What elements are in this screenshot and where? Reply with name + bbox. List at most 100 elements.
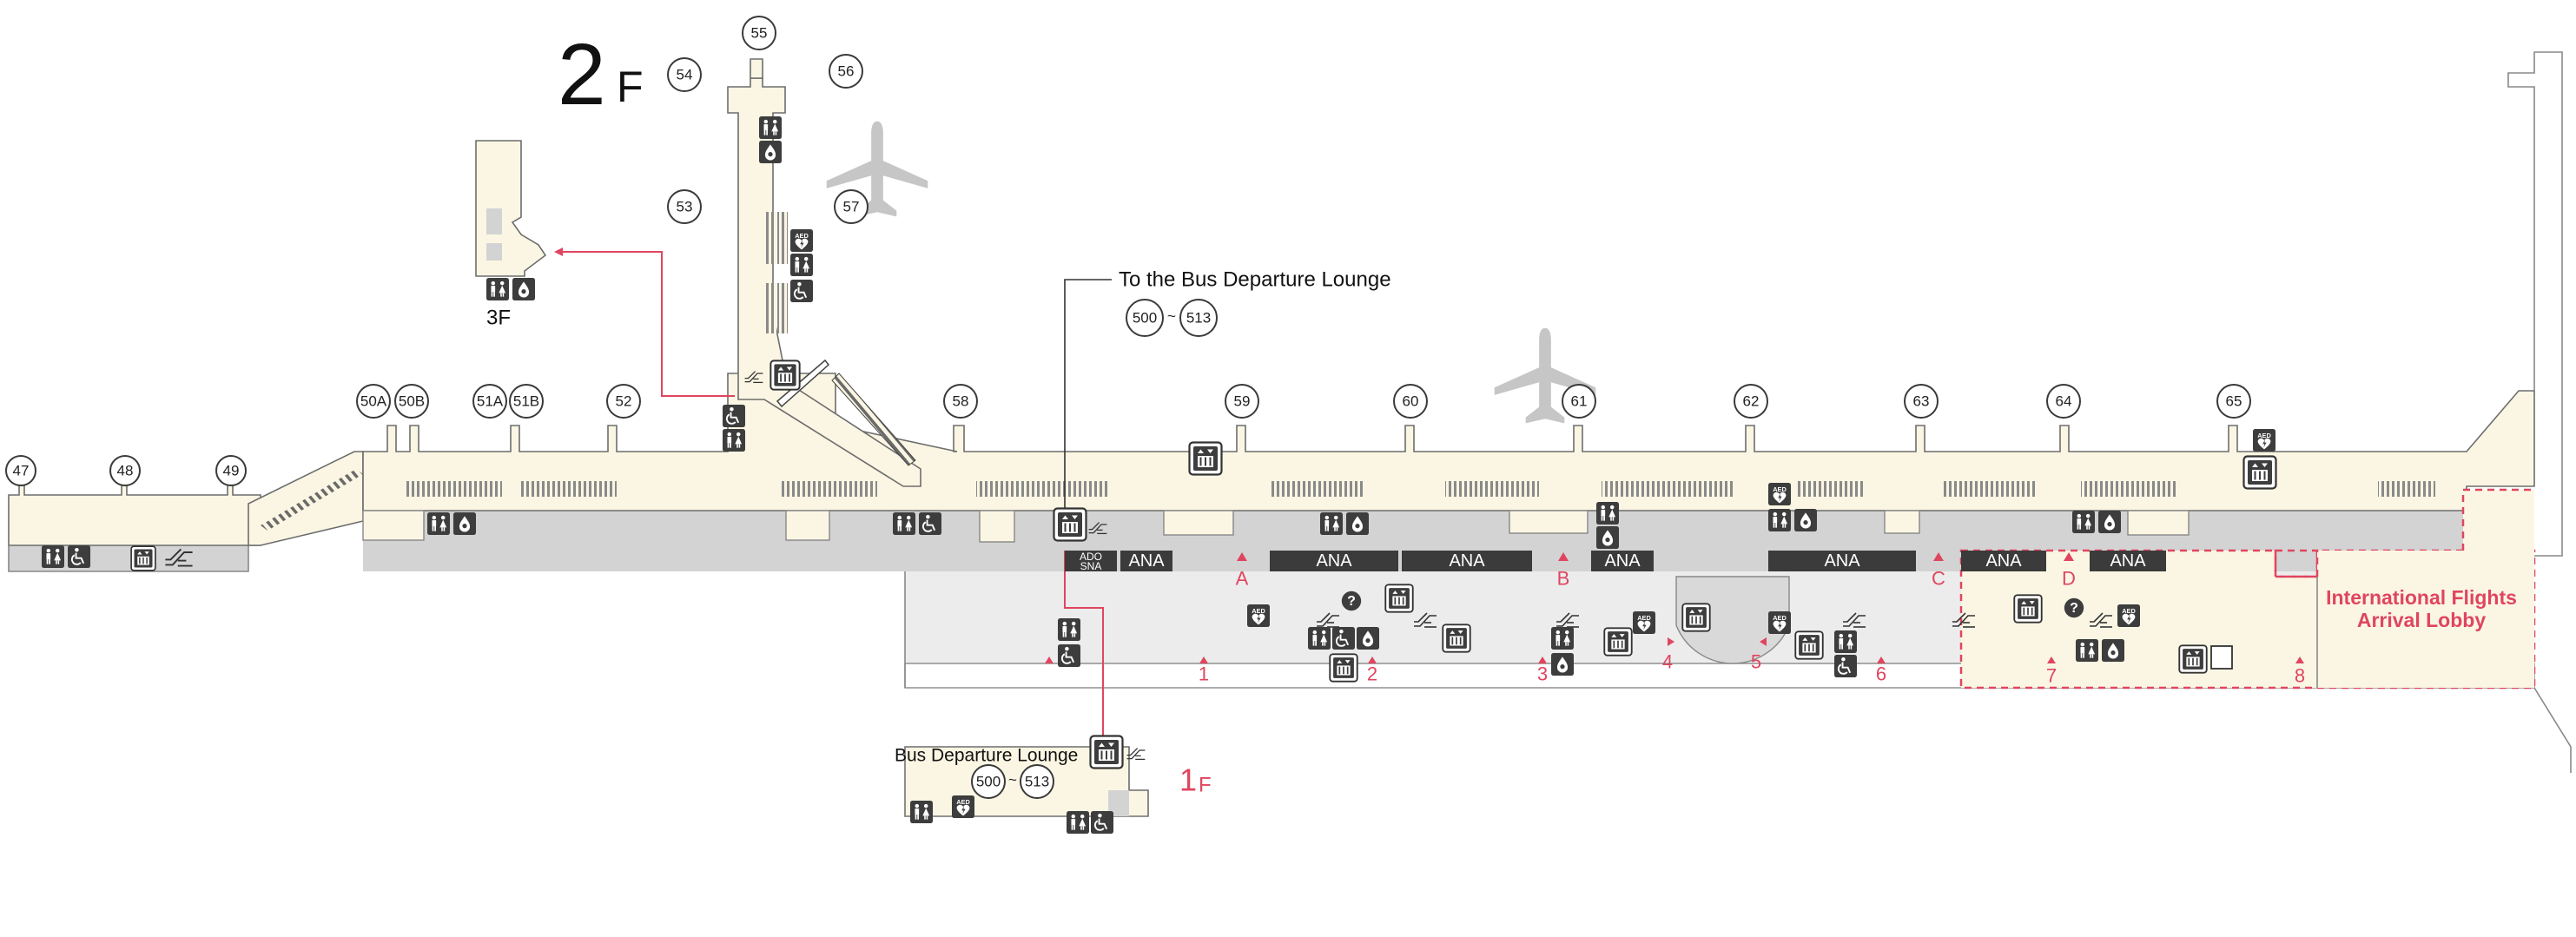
restroom-icon bbox=[2072, 511, 2095, 533]
restroom-icon bbox=[1308, 627, 1331, 650]
svg-text:51B: 51B bbox=[513, 393, 539, 410]
elevator-icon bbox=[1089, 735, 1124, 769]
counter-ana-5: ANA bbox=[1824, 551, 1860, 571]
counter-ana-1: ANA bbox=[1128, 551, 1165, 571]
gate-65[interactable]: 65 bbox=[2216, 384, 2251, 419]
restroom-icon bbox=[1320, 512, 1343, 535]
elevator-icon bbox=[1603, 627, 1633, 657]
gate-53[interactable]: 53 bbox=[667, 189, 702, 224]
counter-ado: ADO bbox=[1080, 551, 1102, 563]
aed-icon bbox=[952, 795, 974, 818]
restroom-icon bbox=[1551, 627, 1574, 650]
svg-text:50A: 50A bbox=[360, 393, 387, 410]
svg-text:55: 55 bbox=[751, 25, 768, 42]
route-lines bbox=[554, 247, 1112, 736]
gate-59[interactable]: 59 bbox=[1225, 384, 1259, 419]
aed-icon bbox=[790, 229, 813, 252]
svg-text:47: 47 bbox=[13, 463, 30, 479]
accessible-restroom-icon bbox=[919, 512, 941, 535]
elevator-icon bbox=[1188, 441, 1223, 476]
svg-text:57: 57 bbox=[843, 199, 860, 215]
gate-52[interactable]: 52 bbox=[606, 384, 641, 419]
aed-icon bbox=[1633, 611, 1655, 634]
aed-icon bbox=[1768, 483, 1791, 505]
bus-lounge-callout-text: To the Bus Departure Lounge bbox=[1119, 268, 1391, 292]
aed-icon bbox=[2253, 429, 2275, 452]
nursing-room-icon bbox=[512, 278, 535, 300]
gate-57[interactable]: 57 bbox=[834, 189, 869, 224]
gate-56[interactable]: 56 bbox=[829, 54, 863, 89]
nursing-room-icon bbox=[1551, 653, 1574, 676]
elevator-icon bbox=[1329, 653, 1358, 683]
nursing-room-icon bbox=[1596, 526, 1619, 549]
gate-51a[interactable]: 51A bbox=[472, 384, 507, 419]
floor-2f-suffix: F bbox=[617, 63, 644, 111]
nursing-room-icon bbox=[1794, 509, 1817, 531]
gate-50b[interactable]: 50B bbox=[394, 384, 429, 419]
gate-62[interactable]: 62 bbox=[1734, 384, 1768, 419]
gate-49[interactable]: 49 bbox=[215, 455, 247, 486]
elevator-icon bbox=[1384, 584, 1414, 613]
svg-text:63: 63 bbox=[1913, 393, 1930, 410]
aed-icon bbox=[1768, 611, 1791, 634]
marker-2: 2 bbox=[1367, 663, 1377, 685]
gate-64[interactable]: 64 bbox=[2046, 384, 2081, 419]
elevator-icon bbox=[2242, 455, 2277, 490]
counter-ana-2: ANA bbox=[1316, 551, 1352, 571]
svg-text:62: 62 bbox=[1743, 393, 1760, 410]
baggage-icon bbox=[2210, 645, 2233, 670]
gate-47[interactable]: 47 bbox=[5, 455, 36, 486]
aed-icon bbox=[1247, 604, 1270, 627]
nursing-room-icon bbox=[1346, 512, 1369, 535]
accessible-restroom-icon bbox=[68, 545, 90, 568]
gate-55[interactable]: 55 bbox=[742, 16, 776, 50]
marker-b: B bbox=[1557, 568, 1570, 590]
floor-2f-number: 2 bbox=[558, 26, 606, 123]
bus-range-sep: ~ bbox=[1167, 308, 1176, 325]
gate-63[interactable]: 63 bbox=[1904, 384, 1939, 419]
svg-text:65: 65 bbox=[2226, 393, 2242, 410]
gate-54[interactable]: 54 bbox=[667, 57, 702, 92]
restroom-icon bbox=[1067, 811, 1089, 834]
elevator-icon bbox=[1681, 603, 1711, 632]
floor-1f-number: 1 bbox=[1179, 762, 1197, 798]
gate-61[interactable]: 61 bbox=[1562, 384, 1596, 419]
elevator-icon bbox=[769, 360, 801, 391]
restroom-icon bbox=[1768, 509, 1791, 531]
gate-60[interactable]: 60 bbox=[1393, 384, 1428, 419]
marker-8: 8 bbox=[2295, 665, 2305, 687]
restroom-icon bbox=[2076, 639, 2098, 662]
number-markers: 1 2 3 4 5 6 7 8 bbox=[1045, 637, 2305, 687]
intl-lobby-line1: International Flights bbox=[2326, 586, 2517, 609]
gate-markers: 47 48 49 50A 50B 51A 51B 52 53 54 55 56 … bbox=[5, 16, 2251, 486]
marker-6: 6 bbox=[1876, 663, 1886, 685]
counter-ana-6: ANA bbox=[1985, 551, 2022, 571]
counter-sna: SNA bbox=[1080, 560, 1102, 572]
aed-icon bbox=[2117, 604, 2140, 627]
bus-lounge-callout[interactable]: To the Bus Departure Lounge 500 ~ 513 bbox=[1119, 268, 1391, 337]
svg-text:50B: 50B bbox=[399, 393, 425, 410]
svg-text:52: 52 bbox=[616, 393, 632, 410]
restroom-icon bbox=[1596, 502, 1619, 525]
gate-58[interactable]: 58 bbox=[943, 384, 978, 419]
restroom-icon bbox=[486, 278, 509, 300]
marker-4: 4 bbox=[1662, 651, 1673, 673]
bus-range-end: 513 bbox=[1186, 310, 1211, 327]
marker-d: D bbox=[2062, 568, 2076, 590]
facility-icons bbox=[42, 116, 2277, 834]
bus-lounge-range-start: 500 bbox=[976, 774, 1001, 790]
nursing-room-icon bbox=[2098, 511, 2121, 533]
gate-50a[interactable]: 50A bbox=[356, 384, 391, 419]
intl-lobby-line2: Arrival Lobby bbox=[2357, 609, 2486, 631]
bus-lounge-label-group[interactable]: Bus Departure Lounge 500 ~ 513 bbox=[895, 746, 1078, 799]
svg-text:60: 60 bbox=[1403, 393, 1419, 410]
bus-lounge-range-sep: ~ bbox=[1008, 772, 1017, 789]
svg-text:64: 64 bbox=[2056, 393, 2072, 410]
marker-c: C bbox=[1932, 568, 1945, 590]
information-icon bbox=[1341, 591, 1362, 611]
letter-markers: A B C D bbox=[1236, 552, 2076, 590]
gate-51b[interactable]: 51B bbox=[509, 384, 544, 419]
bus-lounge-label: Bus Departure Lounge bbox=[895, 746, 1078, 766]
gate-48[interactable]: 48 bbox=[109, 455, 141, 486]
